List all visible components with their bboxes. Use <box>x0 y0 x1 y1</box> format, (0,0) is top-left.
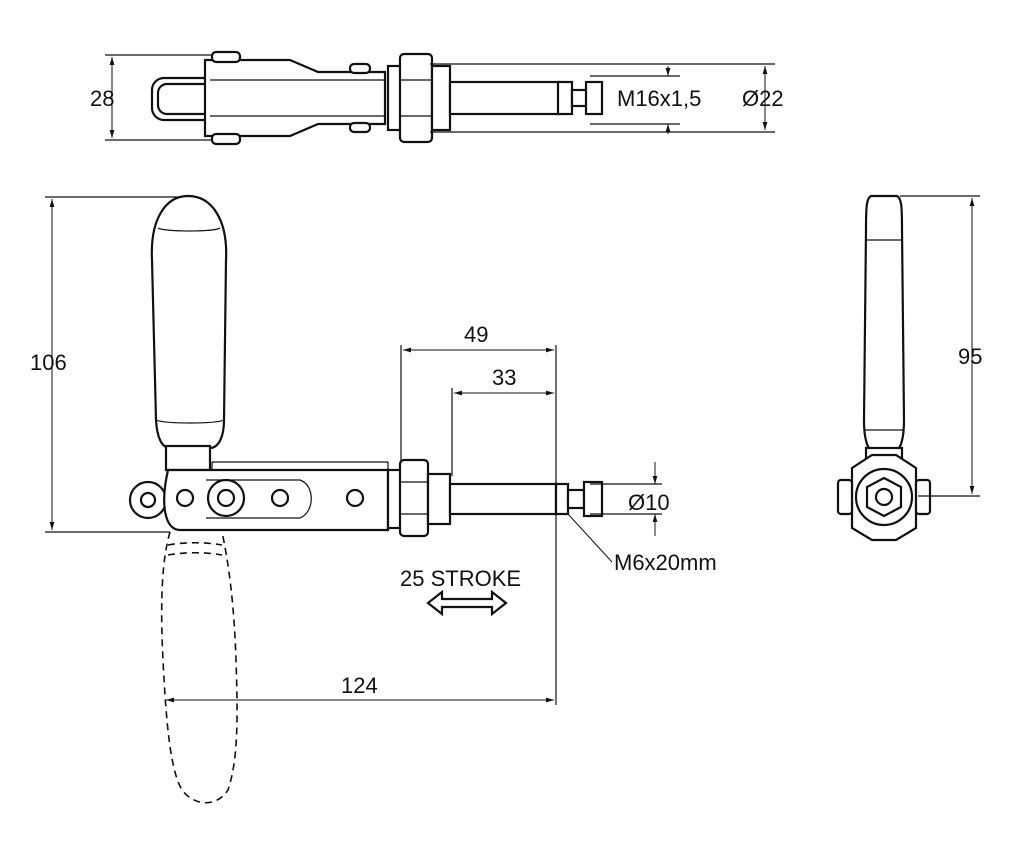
thread-label: M16x1,5 <box>617 86 701 111</box>
dim-width-label: 28 <box>90 86 114 111</box>
dim-95-label: 95 <box>958 344 982 369</box>
spindle-label: M6x20mm <box>614 550 717 575</box>
side-view: 106 <box>30 194 717 804</box>
side-view-body <box>128 194 604 538</box>
diameter-label: Ø22 <box>742 86 784 111</box>
rod-diameter-label: Ø10 <box>628 490 670 515</box>
dim-124-label: 124 <box>341 673 378 698</box>
stroke-label: 25 STROKE <box>400 566 521 591</box>
stroke-arrow-icon <box>426 589 508 617</box>
dim-33-label: 33 <box>492 365 516 390</box>
top-view-body <box>150 50 604 146</box>
dim-height-label: 106 <box>30 350 67 375</box>
top-view: 28 <box>90 50 784 146</box>
handle-alt-position <box>160 531 238 804</box>
end-view: 95 <box>836 194 982 542</box>
dim-49-label: 49 <box>464 322 488 347</box>
